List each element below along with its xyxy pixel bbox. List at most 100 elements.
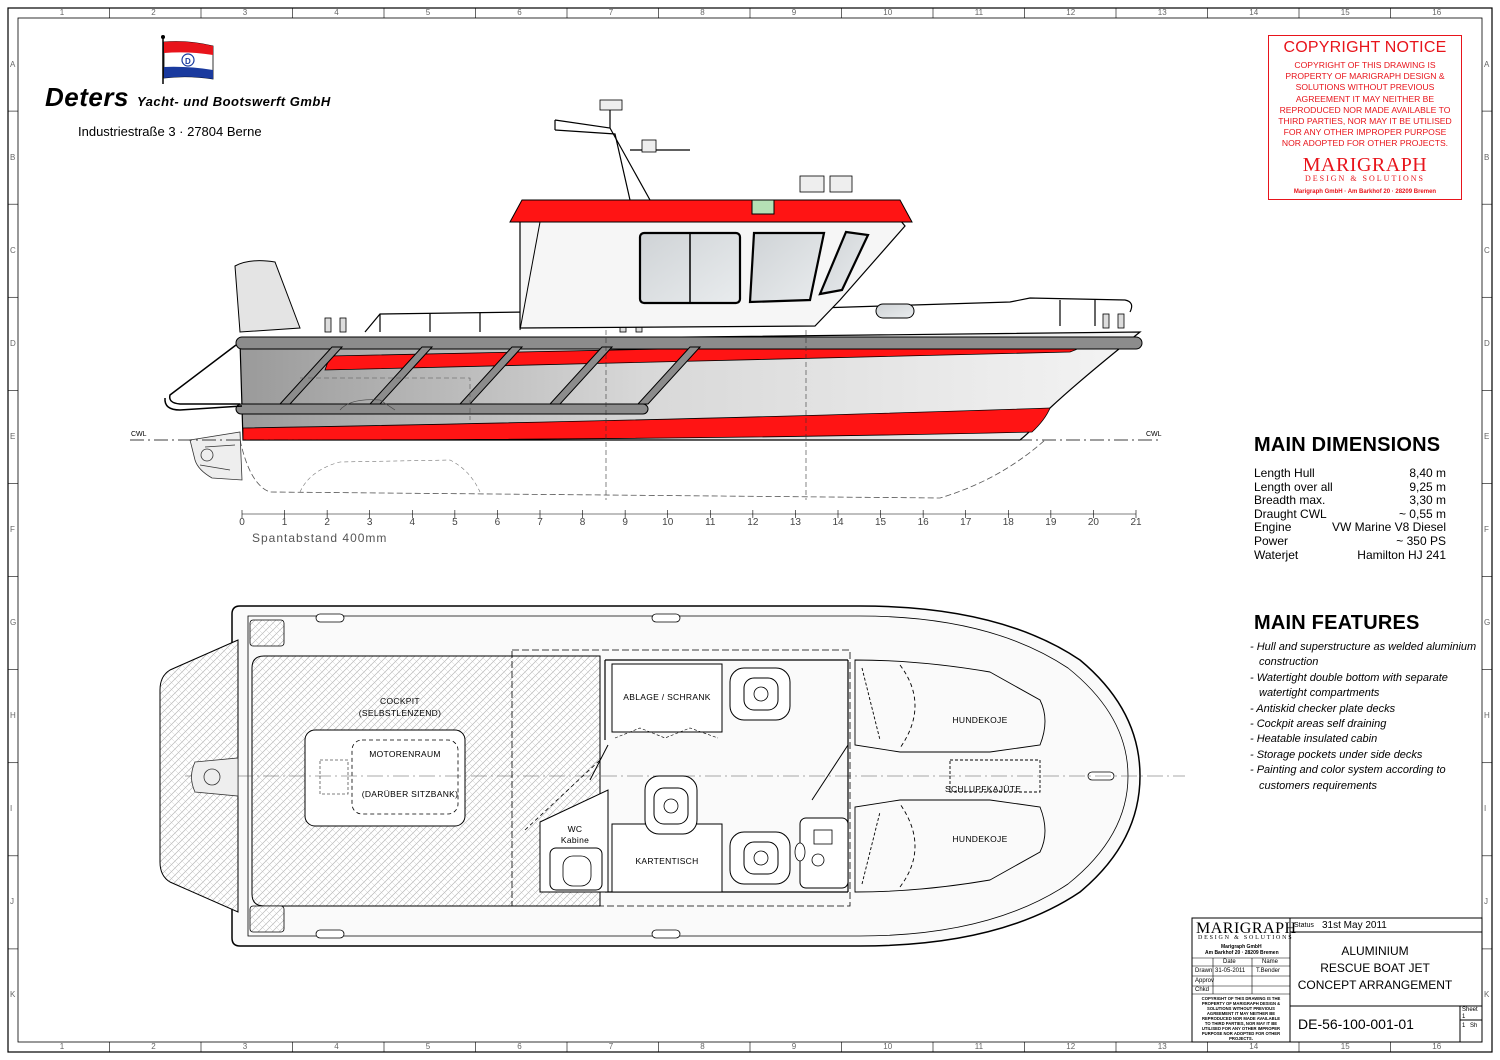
dimension-row: Power ~ 350 PS — [1254, 533, 1446, 549]
grid-column-label: 5 — [425, 1042, 431, 1051]
grid-row-label: D — [1484, 338, 1490, 348]
grid-column-label: 9 — [791, 1042, 797, 1051]
frame-number: 12 — [747, 517, 759, 528]
titleblock-brand-sub: DESIGN & SOLUTIONS — [1198, 935, 1294, 941]
grid-row-label: K — [10, 990, 16, 1000]
frame-number: 1 — [281, 517, 288, 528]
titleblock-sheets-value: 1 — [1462, 1023, 1466, 1029]
titleblock-drawn-name: T.Bender — [1256, 968, 1281, 974]
grid-column-label: 16 — [1432, 8, 1442, 17]
frame-number: 5 — [452, 517, 458, 528]
frame-number: 13 — [789, 517, 801, 528]
feature-item: - Storage pockets under side decks — [1250, 748, 1423, 761]
frame-number: 16 — [917, 517, 929, 528]
dimension-row: Length Hull 8,40 m — [1254, 466, 1446, 481]
feature-item: - Hull and superstructure as welded alum… — [1250, 641, 1477, 669]
feature-item: - Antiskid checker plate decks — [1250, 702, 1396, 715]
copyright-title: COPYRIGHT NOTICE — [1283, 39, 1447, 56]
grid-column-label: 6 — [517, 8, 522, 17]
company-address: Industriestraße 3 · 27804 Berne — [78, 124, 262, 139]
grid-column-label: 6 — [517, 1042, 522, 1051]
grid-column-label: 2 — [151, 8, 156, 17]
grid-column-label: 1 — [59, 8, 65, 17]
title-block — [1191, 917, 1483, 1043]
marigraph-brand: MARIGRAPH — [1302, 153, 1428, 176]
titleblock-date-header: Date — [1223, 959, 1236, 965]
frame-number: 18 — [1002, 517, 1014, 528]
grid-column-label: 4 — [334, 8, 339, 17]
company-flag-logo: D — [161, 35, 214, 84]
mast-lights — [599, 99, 853, 193]
frame-number: 0 — [239, 517, 245, 528]
grid-column-label: 9 — [791, 8, 797, 17]
grid-row-label: G — [1484, 618, 1491, 628]
grid-column-label: 1 — [59, 1042, 65, 1051]
dimension-label: Breadth max. — [1254, 493, 1326, 508]
marigraph-address: Marigraph GmbH · Am Barkhof 20 · 28209 B… — [1293, 188, 1437, 195]
grid-row-label: J — [10, 897, 14, 907]
frame-number: 11 — [705, 517, 716, 528]
dimension-label: Length Hull — [1254, 466, 1315, 480]
label-wc-kabine: Kabine — [560, 835, 590, 845]
titleblock-status-value: 31st May 2011 — [1322, 920, 1387, 931]
drawing-border — [7, 7, 1493, 1053]
grid-column-label: 4 — [334, 1042, 339, 1051]
titleblock-drawn-date: 31-05-2011 — [1215, 968, 1246, 974]
frame-number: 3 — [366, 517, 373, 528]
titleblock-sheet-value: 1 — [1462, 1014, 1466, 1020]
label-hundekoje-top: HUNDEKOJE — [952, 715, 1008, 725]
titleblock-copyright: COPYRIGHT OF THIS DRAWING IS THE PROPERT… — [1201, 996, 1281, 1041]
grid-column-label: 3 — [242, 8, 248, 17]
feature-item: - Cockpit areas self draining — [1250, 718, 1387, 731]
titleblock-sheets-label: Sh — [1470, 1023, 1478, 1029]
dimension-value: 8,40 m — [1409, 466, 1446, 480]
titleblock-addr1: Marigraph GmbH — [1221, 944, 1262, 950]
cwl-label-right: CWL — [1146, 431, 1162, 438]
grid-column-label: 2 — [151, 1042, 156, 1051]
grid-row-label: E — [1484, 431, 1490, 441]
grid-column-label: 7 — [608, 8, 614, 17]
dimension-value: ~ 350 PS — [1396, 533, 1446, 548]
waterjet-plan — [191, 757, 239, 797]
grid-column-label: 10 — [883, 1042, 893, 1051]
grid-row-label: A — [10, 59, 16, 69]
label-kartentisch: KARTENTISCH — [635, 856, 699, 866]
grid-row-label: D — [10, 338, 16, 348]
frame-number: 7 — [537, 517, 543, 528]
frame-number: 8 — [579, 517, 586, 528]
grid-column-label: 8 — [700, 1042, 705, 1051]
dimension-label: Length over all — [1254, 479, 1333, 494]
grid-column-label: 5 — [425, 8, 431, 17]
company-name-suffix: Yacht- und Bootswerft GmbH — [136, 94, 331, 109]
titleblock-addr2: Am Barkhof 20 · 28209 Bremen — [1205, 950, 1279, 956]
frame-number: 20 — [1087, 517, 1099, 528]
grid-column-label: 14 — [1249, 1042, 1259, 1051]
grid-column-label: 13 — [1157, 8, 1167, 17]
grid-row-label: B — [10, 152, 16, 162]
grid-row-label: I — [10, 804, 13, 814]
grid-row-label: A — [1484, 59, 1490, 69]
dimension-row: Breadth max.3,30 m — [1254, 494, 1446, 508]
main-dimensions-title: MAIN DIMENSIONS — [1254, 434, 1441, 456]
grid-column-label: 12 — [1066, 8, 1076, 17]
label-hundekoje-bottom: HUNDEKOJE — [952, 834, 1008, 844]
grid-column-label: 11 — [974, 1042, 984, 1051]
titleblock-sheet-label: Sheet — [1462, 1007, 1478, 1013]
dimension-value: ~ 0,55 m — [1398, 506, 1446, 521]
dimension-label: Power — [1254, 533, 1289, 548]
label-wc: WC — [567, 824, 583, 834]
helm-seats — [644, 667, 791, 885]
grid-row-label: C — [10, 245, 16, 255]
grid-row-label: B — [1484, 152, 1490, 162]
waterjet-outline — [189, 431, 243, 481]
dimension-label: Engine — [1254, 520, 1292, 535]
svg-text:D: D — [185, 57, 191, 66]
grid-row-label: H — [10, 711, 16, 721]
grid-row-label: K — [1484, 990, 1490, 1000]
copyright-notice: COPYRIGHT NOTICE COPYRIGHT OF THIS DRAWI… — [1268, 35, 1462, 200]
grid-column-label: 8 — [700, 8, 705, 17]
